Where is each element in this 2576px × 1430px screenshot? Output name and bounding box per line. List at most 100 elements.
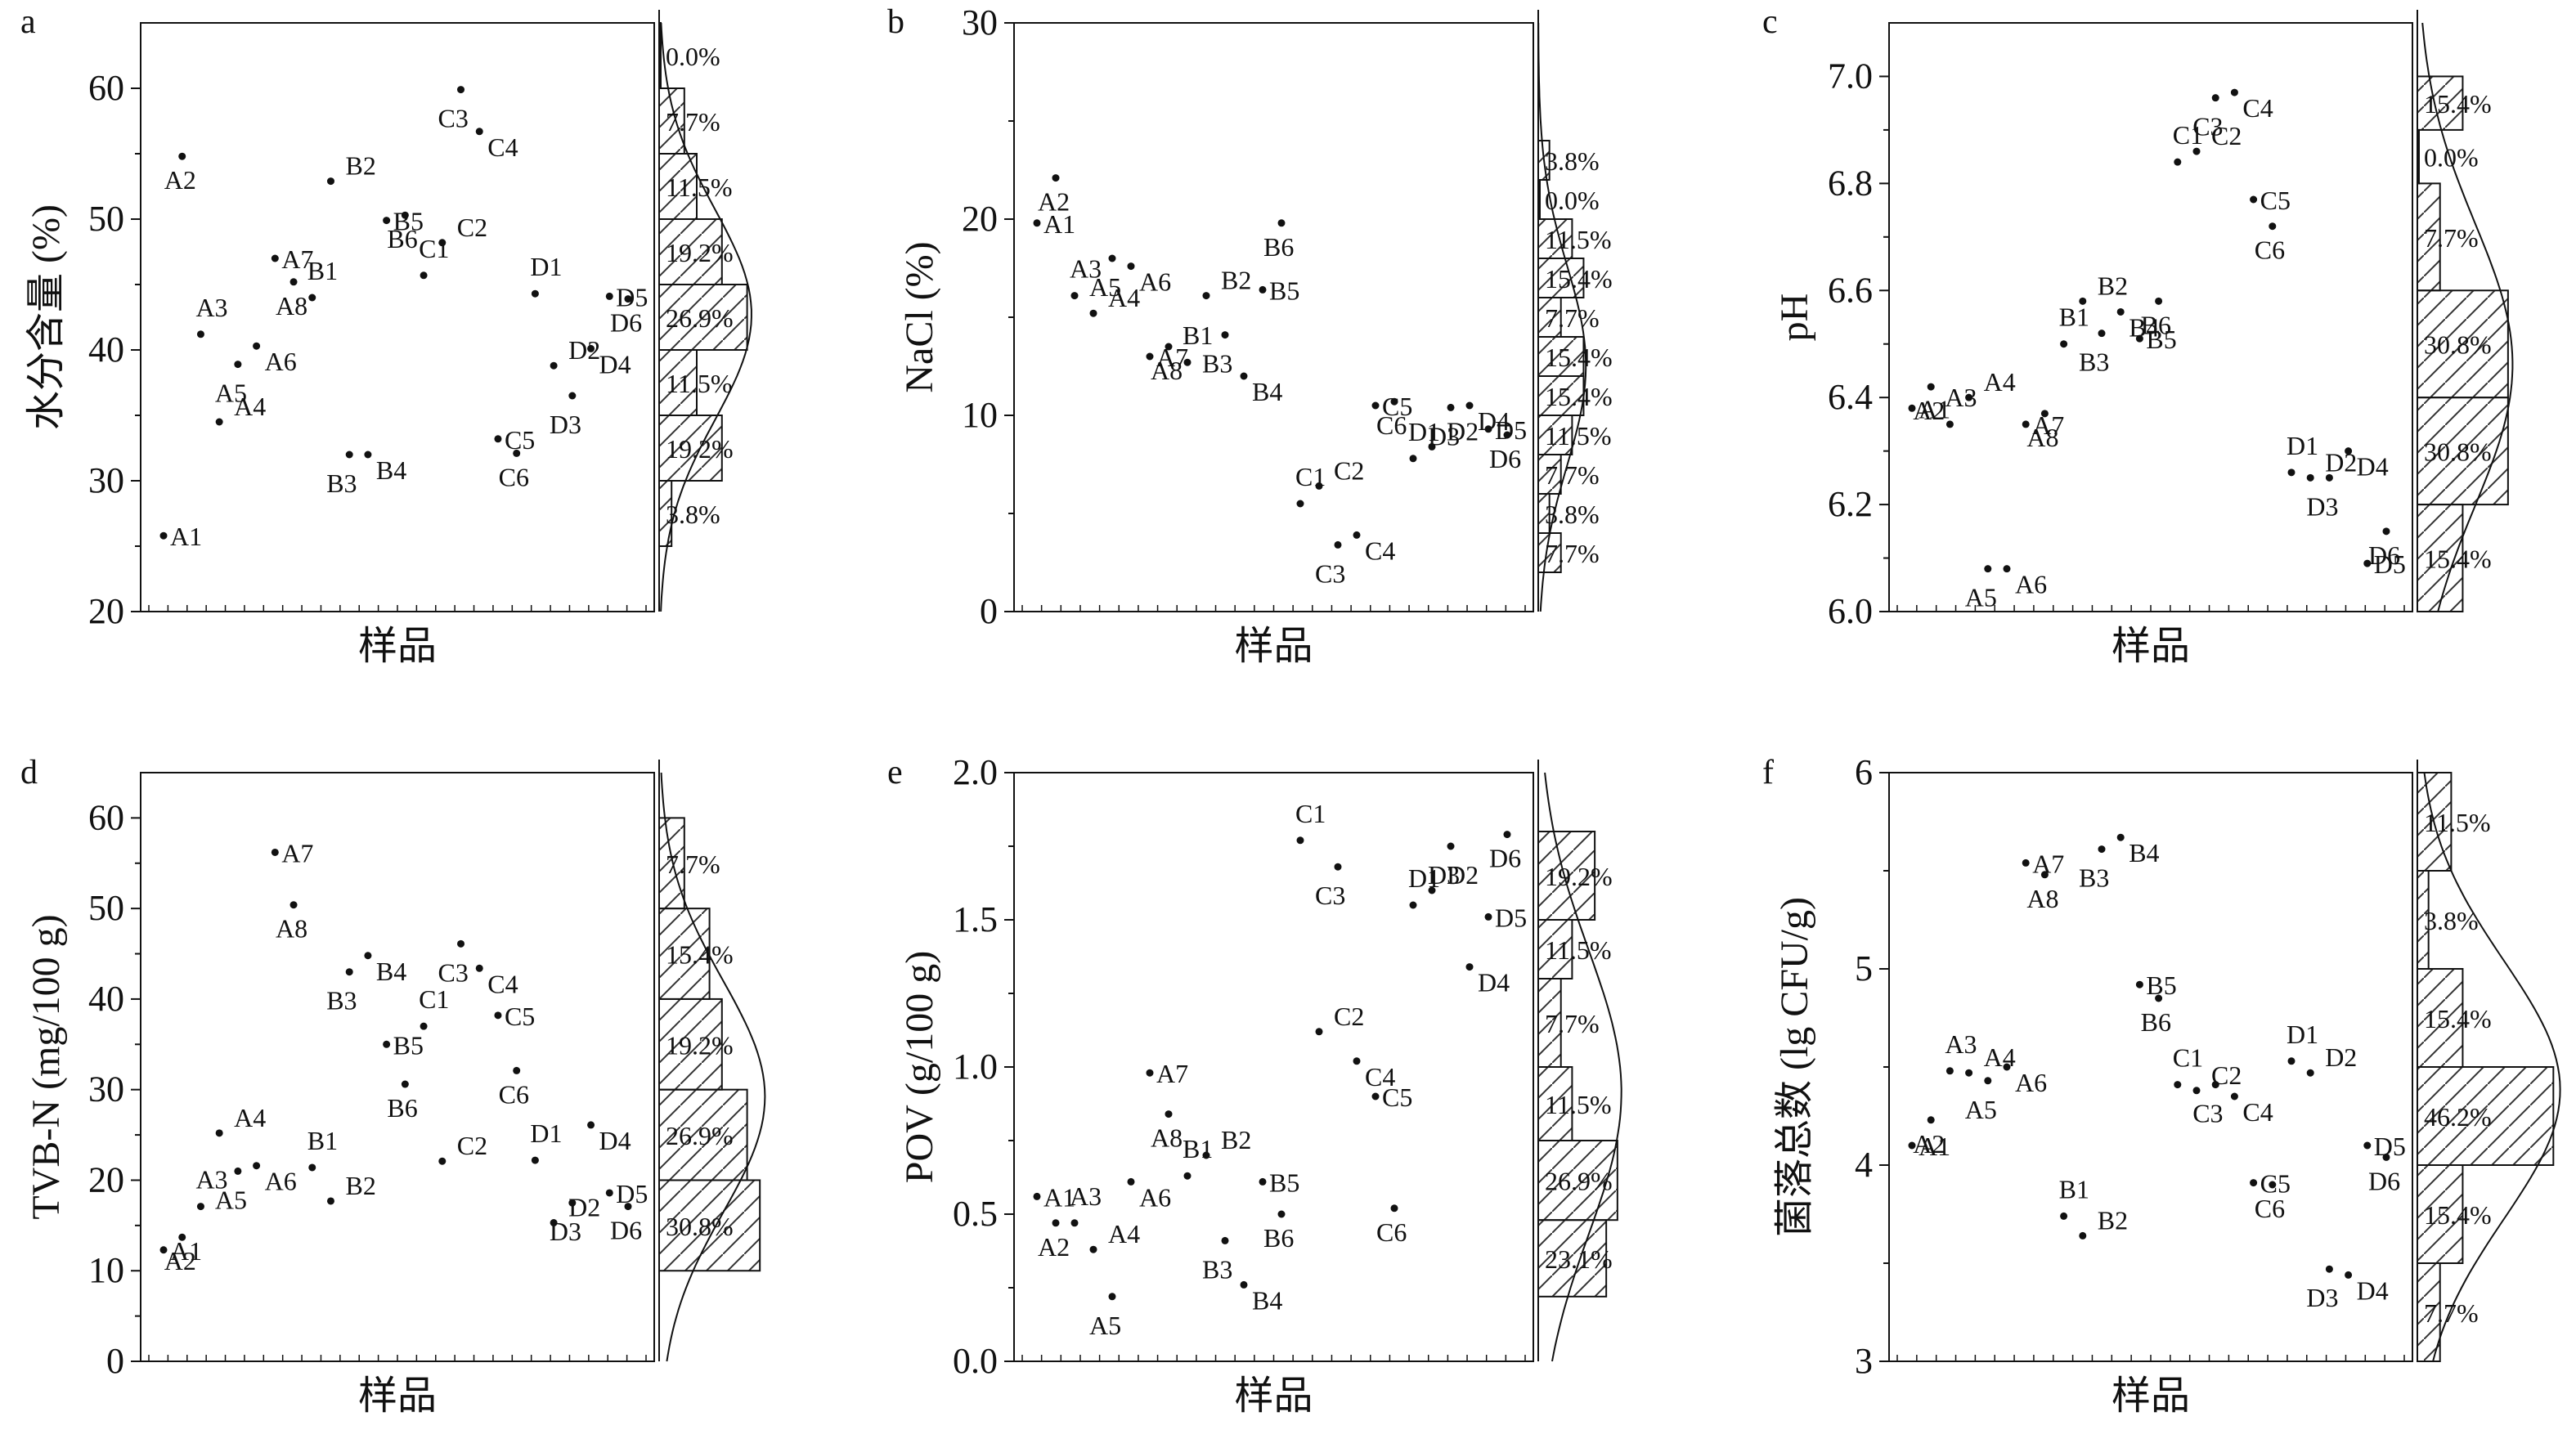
data-point xyxy=(1503,431,1511,439)
data-point xyxy=(587,1121,595,1129)
data-point xyxy=(1202,1151,1210,1159)
data-point xyxy=(1984,1077,1992,1085)
y-tick-label: 0.5 xyxy=(953,1194,998,1234)
data-point xyxy=(1965,1069,1973,1077)
point-label: C2 xyxy=(457,213,487,242)
data-point xyxy=(1296,500,1304,508)
point-label: D2 xyxy=(2325,1042,2357,1072)
data-point xyxy=(308,294,316,302)
histogram-bar xyxy=(1537,179,1541,220)
point-label: A2 xyxy=(164,165,196,195)
histogram-pct-label: 7.7% xyxy=(1545,303,1600,333)
data-point xyxy=(2060,340,2068,348)
data-point xyxy=(1052,174,1060,182)
x-axis-label: 样品 xyxy=(1234,1374,1313,1418)
data-point xyxy=(1146,352,1154,361)
histogram-pct-label: 15.4% xyxy=(2424,1200,2492,1230)
point-label: A8 xyxy=(2026,423,2058,452)
histogram-bar xyxy=(2417,128,2420,185)
y-tick-label: 7.0 xyxy=(1828,56,1873,96)
point-label: A3 xyxy=(1070,1181,1102,1211)
y-tick-label: 6.6 xyxy=(1828,270,1873,310)
y-tick-label: 3 xyxy=(1855,1341,1873,1381)
data-point xyxy=(2306,473,2314,482)
plot-frame xyxy=(1013,22,1534,612)
point-label: B2 xyxy=(1221,266,1251,295)
point-label: B5 xyxy=(2146,325,2176,354)
data-point xyxy=(1052,1219,1060,1227)
data-point xyxy=(159,531,168,540)
y-tick-label: 5 xyxy=(1855,948,1873,988)
data-point xyxy=(383,217,391,225)
point-label: B4 xyxy=(376,455,406,485)
data-point xyxy=(2079,297,2087,305)
point-label: D6 xyxy=(610,308,642,338)
histogram-bar xyxy=(2417,1066,2555,1166)
y-tick-label: 60 xyxy=(88,68,124,108)
point-label: A2 xyxy=(164,1246,196,1275)
y-tick-label: 30 xyxy=(88,1069,124,1109)
data-point xyxy=(494,1011,502,1020)
point-label: D3 xyxy=(1428,421,1460,451)
data-point xyxy=(1221,1236,1229,1244)
y-tick-label: 6 xyxy=(1855,752,1873,792)
histogram-bar xyxy=(2417,1262,2441,1362)
data-point xyxy=(1033,219,1041,227)
histogram-bar xyxy=(658,1179,761,1272)
data-point xyxy=(1447,403,1455,411)
data-point xyxy=(2155,994,2163,1002)
data-point xyxy=(401,211,409,219)
histogram-pct-label: 11.5% xyxy=(2424,808,2490,837)
data-point xyxy=(531,1156,539,1164)
point-label: D3 xyxy=(2306,1283,2338,1312)
histogram-bar xyxy=(1537,978,1562,1068)
point-label: A4 xyxy=(234,392,266,421)
data-point xyxy=(1465,963,1474,971)
y-tick-label: 30 xyxy=(88,460,124,500)
data-point xyxy=(2079,1231,2087,1239)
point-label: B6 xyxy=(1263,1223,1294,1253)
y-tick-label: 10 xyxy=(962,395,998,435)
histogram-pct-label: 19.2% xyxy=(1545,862,1613,891)
data-point xyxy=(2287,1057,2296,1065)
point-label: B1 xyxy=(307,1126,338,1155)
y-axis-label: NaCl (%) xyxy=(898,241,941,392)
y-tick-label: 40 xyxy=(88,329,124,370)
histogram-bar xyxy=(1537,1140,1618,1222)
normal-curve xyxy=(660,22,752,612)
normal-curve xyxy=(2421,22,2514,612)
point-label: D4 xyxy=(2357,1275,2389,1305)
histogram-pct-label: 0.0% xyxy=(2424,143,2479,173)
data-point xyxy=(568,392,577,400)
point-label: A6 xyxy=(1139,267,1171,297)
y-axis-label: 菌落总数 (lg CFU/g) xyxy=(1773,897,1816,1237)
point-label: A1 xyxy=(170,1236,202,1266)
point-label: A8 xyxy=(1151,1123,1183,1153)
point-label: D1 xyxy=(530,252,562,281)
plot-frame xyxy=(140,772,655,1362)
point-label: D5 xyxy=(616,282,648,312)
data-point xyxy=(215,418,223,426)
point-label: A6 xyxy=(1139,1182,1171,1212)
point-label: B3 xyxy=(1202,349,1232,379)
point-label: A1 xyxy=(1043,1182,1075,1212)
point-label: B3 xyxy=(326,986,357,1015)
point-label: C5 xyxy=(505,425,535,455)
y-tick-label: 1.5 xyxy=(953,899,998,939)
histogram-bar xyxy=(658,87,685,155)
y-tick-label: 40 xyxy=(88,979,124,1019)
data-point xyxy=(587,344,595,352)
point-label: B3 xyxy=(2079,863,2109,893)
point-label: D2 xyxy=(1447,860,1479,890)
point-label: A1 xyxy=(1919,1132,1950,1161)
point-label: B5 xyxy=(393,1030,424,1060)
point-label: B5 xyxy=(1269,276,1299,305)
data-point xyxy=(1371,1092,1380,1101)
data-point xyxy=(1165,343,1173,351)
point-label: D6 xyxy=(1489,844,1521,873)
point-label: A6 xyxy=(265,1167,297,1196)
data-point xyxy=(271,848,279,856)
